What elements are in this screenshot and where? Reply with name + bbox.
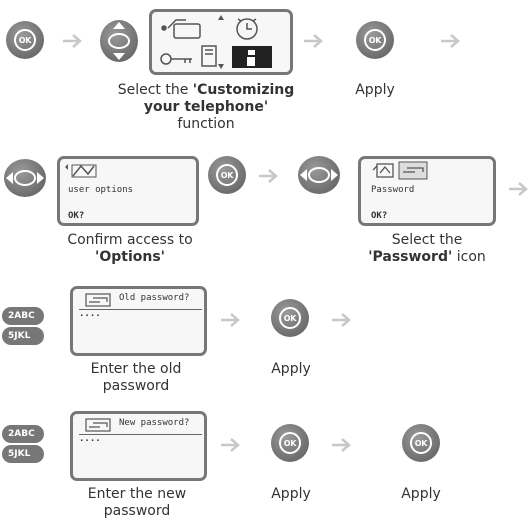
caption-confirm-options: Confirm access to 'Options' (67, 232, 193, 265)
caption-apply: Apply (271, 361, 311, 377)
ok-key[interactable]: OK (271, 424, 309, 462)
caption-apply: Apply (355, 82, 395, 98)
screen-divider (79, 309, 202, 310)
password-icon (85, 418, 111, 432)
options-small-icon (372, 163, 394, 178)
menu-screen (149, 9, 293, 75)
screen-line-password: Password (371, 185, 415, 195)
ok-key[interactable]: OK (356, 21, 394, 59)
arrow-right-icon (220, 313, 240, 327)
caption-apply: Apply (401, 486, 441, 502)
navigator-left-right-key[interactable] (4, 159, 46, 197)
arrow-right-icon (303, 34, 323, 48)
arrow-right-icon (220, 438, 240, 452)
arrow-right-icon (258, 169, 278, 183)
digit-key-5[interactable]: 5JKL (2, 327, 44, 345)
screen-line-user-options: user options (68, 185, 134, 195)
ok-key[interactable]: OK (271, 299, 309, 337)
caption-select-function: Select the 'Customizing your telephone' … (117, 82, 295, 132)
navigator-left-right-icon (6, 170, 44, 186)
digit-key-5[interactable]: 5JKL (2, 445, 44, 463)
password-screen: Password OK? (358, 156, 496, 226)
arrow-right-icon (62, 34, 82, 48)
screen-title-old-password: Old password? (119, 293, 190, 303)
menu-icons (160, 15, 272, 69)
password-selected-icon (398, 161, 428, 180)
digit-key-2[interactable]: 2ABC (2, 307, 44, 325)
caption-select-password: Select the 'Password' icon (368, 232, 486, 265)
options-icon (65, 164, 97, 178)
password-icons (372, 161, 428, 180)
clock-icon (236, 18, 258, 40)
phone-device-icon (201, 45, 217, 67)
navigator-up-down-key[interactable] (100, 20, 138, 62)
ok-key-label: OK (414, 438, 428, 448)
password-dots: .... (79, 434, 101, 444)
ok-key[interactable]: OK (402, 424, 440, 462)
navigator-up-down-icon (108, 22, 130, 60)
ok-key-label: OK (283, 438, 297, 448)
options-screen: user options OK? (57, 156, 199, 226)
old-password-screen: Old password? .... (70, 286, 207, 356)
navigator-left-right-icon (300, 167, 338, 183)
caption-apply: Apply (271, 486, 311, 502)
arrow-right-icon (508, 182, 528, 196)
key-icon (160, 53, 192, 65)
arrow-right-icon (331, 438, 351, 452)
ok-key-label: OK (18, 35, 32, 45)
ok-key[interactable]: OK (6, 21, 44, 59)
digit-key-2[interactable]: 2ABC (2, 425, 44, 443)
password-dots: .... (79, 309, 101, 319)
screen-line-ok: OK? (68, 211, 85, 221)
navigator-left-right-key[interactable] (298, 156, 340, 194)
screen-line-ok: OK? (371, 211, 388, 221)
password-icon (85, 293, 111, 307)
screen-title-new-password: New password? (119, 418, 190, 428)
caption-enter-new-password: Enter the new password (87, 486, 187, 519)
ok-key-label: OK (368, 35, 382, 45)
telephone-icon (161, 19, 201, 39)
caption-enter-old-password: Enter the old password (90, 361, 182, 394)
ok-key[interactable]: OK (208, 156, 246, 194)
screen-divider (79, 434, 202, 435)
arrow-right-icon (440, 34, 460, 48)
new-password-screen: New password? .... (70, 411, 207, 481)
arrow-right-icon (331, 313, 351, 327)
ok-key-label: OK (283, 313, 297, 323)
ok-key-label: OK (220, 170, 234, 180)
